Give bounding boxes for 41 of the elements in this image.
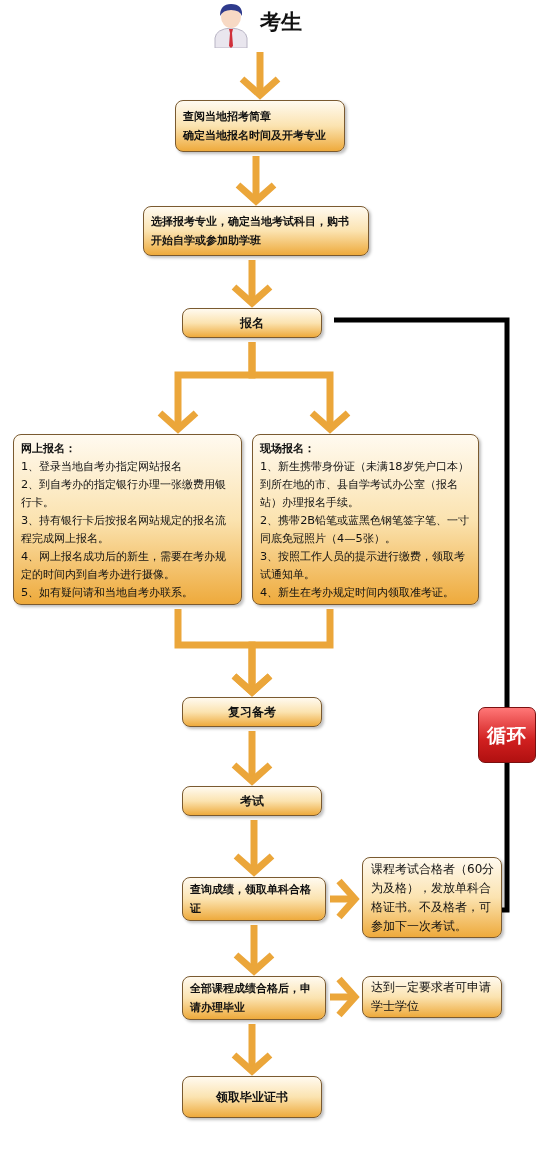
box-text: 2、携带2B铅笔或蓝黑色钢笔签字笔、一寸同底免冠照片（4—5张）。 (260, 513, 471, 547)
process-box (13, 434, 242, 605)
box-text: 循环 (487, 725, 527, 745)
box-text: 开始自学或参加助学班 (151, 233, 262, 249)
person-icon (214, 2, 248, 48)
box-text: 达到一定要求者可申请学士学位 (371, 979, 492, 1015)
box-text: 选择报考专业，确定当地考试科目，购书 (151, 214, 350, 230)
box-text: 查询成绩，领取单科合格证 (190, 882, 312, 917)
box-text: 3、持有银行卡后按报名网站规定的报名流程完成网上报名。 (21, 513, 228, 547)
box-text: 5、如有疑问请和当地自考办联系。 (21, 585, 195, 601)
process-box (175, 100, 345, 152)
box-heading: 网上报名： (21, 441, 77, 457)
box-text: 课程考试合格者（60分为及格），发放单科合格证书。不及格者，可参加下一次考试。 (371, 860, 495, 935)
box-heading: 现场报名： (260, 441, 316, 457)
process-box (182, 877, 326, 921)
connector-line (334, 317, 510, 707)
box-text: 4、新生在考办规定时间内领取准考证。 (260, 585, 456, 601)
box-text: 报名 (240, 315, 264, 332)
box-text: 1、登录当地自考办指定网站报名 (21, 459, 184, 475)
box-text: 3、按照工作人员的提示进行缴费，领取考试通知单。 (260, 549, 467, 583)
process-box (143, 206, 369, 256)
box-text: 2、到自考办的指定银行办理一张缴费用银行卡。 (21, 477, 228, 511)
process-box (182, 1076, 322, 1118)
process-box (182, 786, 322, 816)
process-box (182, 976, 326, 1020)
process-box (362, 857, 502, 938)
connector-line (502, 763, 510, 913)
box-text: 确定当地报名时间及开考专业 (183, 128, 327, 144)
box-text: 查阅当地招考简章 (183, 109, 272, 125)
box-text: 考试 (240, 793, 264, 810)
process-box (252, 434, 479, 605)
process-box (182, 697, 322, 727)
box-text: 领取毕业证书 (216, 1089, 288, 1106)
process-box (182, 308, 322, 338)
box-text: 复习备考 (228, 704, 276, 721)
loop-badge (478, 707, 536, 763)
box-text: 全部课程成绩合格后，申请办理毕业 (190, 981, 312, 1016)
person-label: 考生 (260, 9, 302, 36)
box-text: 4、网上报名成功后的新生，需要在考办规定的时间内到自考办进行摄像。 (21, 549, 228, 583)
box-text: 1、新生携带身份证（未满18岁凭户口本）到所在地的市、县自学考试办公室（报名站）办理报名手续。 (260, 459, 470, 511)
process-box (362, 976, 502, 1018)
